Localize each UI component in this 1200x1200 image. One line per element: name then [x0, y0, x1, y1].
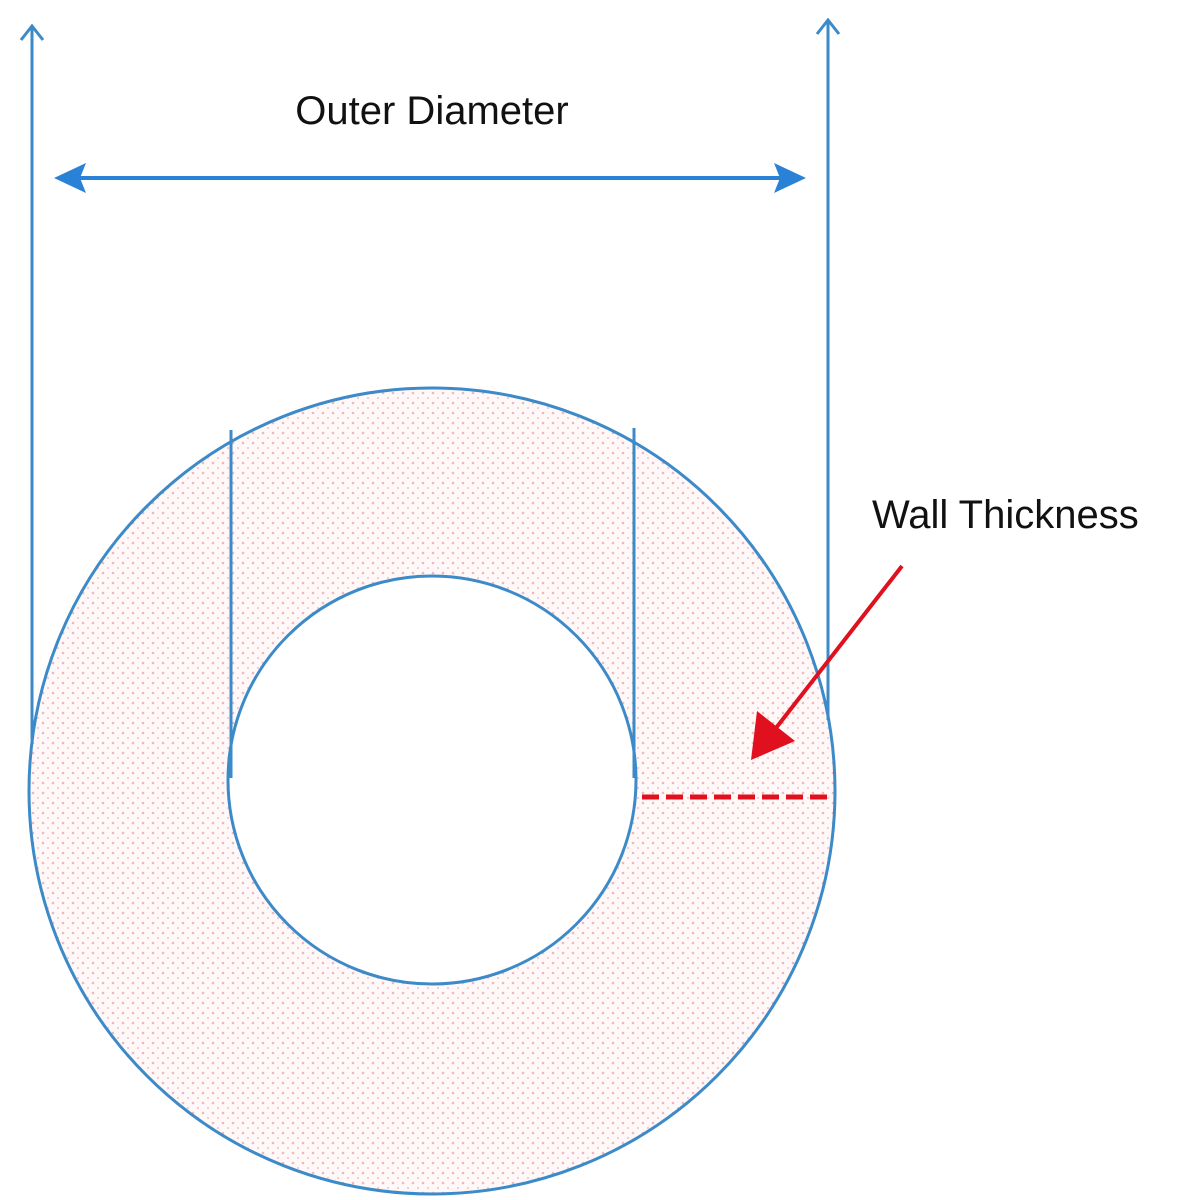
inner-circle [226, 574, 638, 986]
outer-circle [27, 386, 837, 1196]
left-extension-line [19, 23, 45, 740]
right-extension-line [815, 17, 841, 720]
double-headed-arrow-icon [54, 163, 806, 193]
arrow-icon [751, 564, 904, 760]
wall-thickness-label: Wall Thickness [872, 493, 1139, 537]
outer-diameter-label: Outer Diameter [295, 89, 568, 133]
